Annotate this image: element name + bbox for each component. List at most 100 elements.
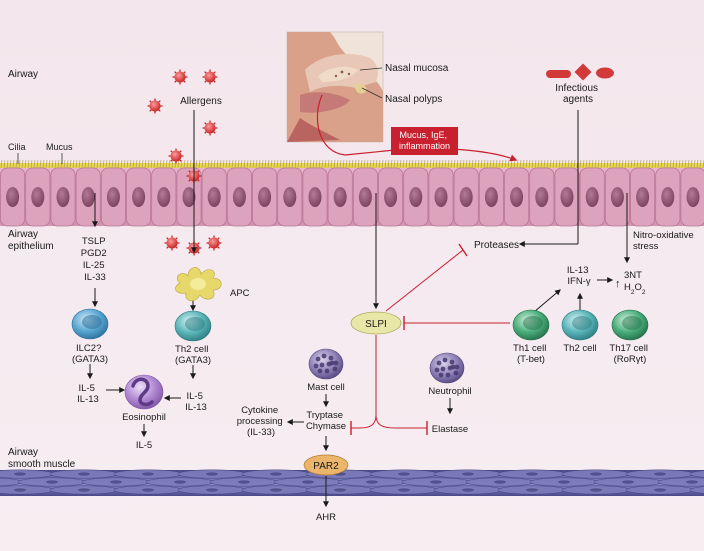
- cilium: [672, 159, 675, 169]
- cilium: [624, 159, 627, 169]
- muscle-nucleus: [14, 472, 26, 476]
- cilium: [687, 159, 690, 169]
- cilium: [582, 159, 585, 169]
- par2-receptor: [303, 454, 349, 476]
- cilium: [0, 159, 3, 169]
- cilium: [201, 159, 204, 169]
- muscle-nucleus: [462, 472, 474, 476]
- cilium: [444, 159, 447, 169]
- cilium: [207, 159, 210, 169]
- cilium: [129, 159, 132, 169]
- epithelial-nucleus: [333, 187, 347, 207]
- epithelial-nucleus: [585, 187, 599, 207]
- granule: [436, 360, 442, 366]
- callout-box: [391, 127, 458, 155]
- cilium: [246, 159, 249, 169]
- cilium: [75, 159, 78, 169]
- muscle-nucleus: [526, 472, 538, 476]
- muscle-fiber: [689, 486, 704, 494]
- cilium: [354, 159, 357, 169]
- cilium: [273, 159, 276, 169]
- cilium: [480, 159, 483, 169]
- cilium: [327, 159, 330, 169]
- cilium: [105, 159, 108, 169]
- epithelial-cells: [0, 167, 704, 227]
- cilium: [6, 159, 9, 169]
- epithelial-nucleus: [258, 187, 272, 207]
- airway-epithelium-label: Airway epithelium: [8, 229, 54, 252]
- cilium: [453, 159, 456, 169]
- allergen-particle: [202, 120, 218, 136]
- cilium: [405, 159, 408, 169]
- cilium: [681, 159, 684, 169]
- cilium: [276, 159, 279, 169]
- cilium: [597, 159, 600, 169]
- cilium: [573, 159, 576, 169]
- th2-right-label: Th2 cell: [563, 343, 596, 354]
- cilium: [330, 159, 333, 169]
- cilium: [654, 159, 657, 169]
- cilium: [633, 159, 636, 169]
- granule: [321, 353, 327, 359]
- cilium: [285, 159, 288, 169]
- allergen-particle: [202, 69, 218, 85]
- cilium: [54, 159, 57, 169]
- cilium: [165, 159, 168, 169]
- cilium: [435, 159, 438, 169]
- mediators-list: TSLP PGD2 IL-25 IL-33: [81, 236, 110, 283]
- cilium: [9, 159, 12, 169]
- cilium: [210, 159, 213, 169]
- cilium: [375, 159, 378, 169]
- cilium: [48, 159, 51, 169]
- slpi-label: SLPI: [365, 319, 387, 330]
- slpi-inhibits-proteases: [385, 249, 464, 312]
- cilium: [447, 159, 450, 169]
- cilium: [102, 159, 105, 169]
- granule: [319, 362, 325, 368]
- granule: [332, 366, 338, 372]
- cilium: [474, 159, 477, 169]
- cilium: [627, 159, 630, 169]
- cilium: [87, 159, 90, 169]
- cilium: [33, 159, 36, 169]
- callout-text: Mucus, IgE, inflammation: [399, 130, 450, 151]
- th2-cell-right: [561, 309, 599, 341]
- muscle-fiber: [689, 470, 704, 478]
- cilium: [150, 159, 153, 169]
- muscle-nucleus: [590, 472, 602, 476]
- cilium: [465, 159, 468, 169]
- muscle-fibers: [0, 469, 704, 495]
- granule: [445, 372, 451, 378]
- cilium: [510, 159, 513, 169]
- cilium: [678, 159, 681, 169]
- cilium: [114, 159, 117, 169]
- cilium: [333, 159, 336, 169]
- th1-label: Th1 cell (T-bet): [513, 343, 549, 365]
- nasal-polyps-label: Nasal polyps: [385, 94, 442, 105]
- cilium: [219, 159, 222, 169]
- allergen-particle: [168, 148, 184, 164]
- cilium: [621, 159, 624, 169]
- cilium: [615, 159, 618, 169]
- cilium: [45, 159, 48, 169]
- epithelial-nucleus: [535, 187, 549, 207]
- muscle-nucleus: [334, 488, 346, 492]
- granule: [454, 364, 460, 370]
- muscle-nucleus: [78, 472, 90, 476]
- cilium: [57, 159, 60, 169]
- cilium: [240, 159, 243, 169]
- nasal-mucosa-label: Nasal mucosa: [385, 63, 449, 74]
- cilium: [315, 159, 318, 169]
- cilium: [399, 159, 402, 169]
- muscle-nucleus: [622, 480, 634, 484]
- cilium: [141, 159, 144, 169]
- granule: [315, 356, 321, 362]
- cilium: [384, 159, 387, 169]
- cilium: [144, 159, 147, 169]
- muscle-nucleus: [590, 488, 602, 492]
- cilium: [546, 159, 549, 169]
- cilium: [204, 159, 207, 169]
- th2-il5-il13: IL-5 IL-13: [185, 391, 207, 413]
- cilium: [528, 159, 531, 169]
- th17-label: Th17 cell (RoRγt): [609, 343, 650, 365]
